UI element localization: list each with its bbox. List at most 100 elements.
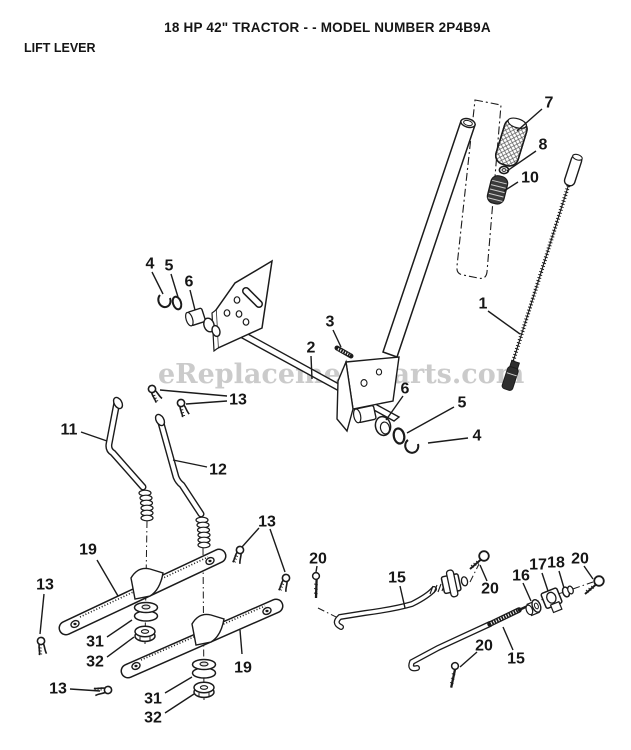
callout-label-4: 4 [473,428,482,445]
hairpin-clip [174,397,191,419]
spacer-spool-lower [191,658,217,679]
callout-label-31: 31 [144,691,162,708]
lift-lever-art [336,117,476,433]
callout-label-16: 16 [512,568,530,585]
callout-leader-18 [558,570,565,589]
callout-leader-6 [189,289,196,311]
callout-leader-4 [427,437,469,444]
hairpin-clip [231,544,246,565]
grip-art [494,117,528,167]
callout-leader-17 [541,572,549,592]
left-clip-washer-bushing-art [157,294,221,338]
callout-leader-31 [164,676,193,694]
callout-leader-1 [487,310,521,335]
callout-leader-20 [479,564,488,582]
ring-clip [584,575,605,595]
page-title: 18 HP 42" TRACTOR - - MODEL NUMBER 2P4B9… [164,20,491,35]
callout-label-5: 5 [165,258,174,275]
callout-leader-4 [151,271,164,295]
cotter-pin [311,571,321,600]
callout-leader-8 [506,150,537,172]
lift-link-right-art [154,413,211,549]
small-washer-art [498,165,510,175]
callout-label-19: 19 [234,660,252,677]
callout-leader-32 [106,636,135,658]
callout-label-20: 20 [309,551,327,568]
callout-label-1: 1 [479,296,488,313]
callout-leader-32 [164,693,195,714]
callout-label-31: 31 [86,634,104,651]
callout-label-13: 13 [36,577,54,594]
callout-label-10: 10 [521,170,539,187]
lift-arm-lower-art [120,598,284,679]
callout-label-4: 4 [146,256,155,273]
callout-leader-19 [239,629,243,655]
callout-label-32: 32 [86,654,104,671]
callout-label-18: 18 [547,555,565,572]
callout-leader-13 [269,528,286,573]
callout-leader-15 [399,585,406,609]
callout-label-5: 5 [458,395,467,412]
callout-leader-13 [241,527,260,548]
roll-pin-art [334,345,354,359]
callout-leader-5 [170,273,179,298]
callout-label-12: 12 [209,462,227,479]
spacer-spool-upper [133,601,159,622]
callout-leader-5 [406,406,455,434]
nut-lower [193,681,215,699]
callout-label-2: 2 [307,340,316,357]
callout-label-17: 17 [529,557,547,574]
bracket-plate-art [211,259,273,353]
callout-leader-20 [315,565,318,573]
link-rod-lower-art [408,602,533,672]
callout-label-11: 11 [61,422,78,439]
callout-leader-7 [516,108,543,132]
callout-label-20: 20 [571,551,589,568]
callout-label-7: 7 [545,95,554,112]
hairpin-clip [145,383,164,404]
callout-leader-19 [96,559,119,597]
callout-label-15: 15 [507,651,525,668]
callout-label-20: 20 [475,638,493,655]
callout-label-8: 8 [539,137,548,154]
spring-art [486,175,509,205]
cotter-pin [446,660,461,690]
callout-leader-13 [39,593,45,635]
section-label: LIFT LEVER [24,41,96,55]
hairpin-clip [34,635,49,657]
callout-label-6: 6 [401,381,410,398]
lift-arm-upper-art [58,548,227,636]
callout-label-19: 19 [79,542,97,559]
link-rod-upper-art [333,569,469,630]
callout-label-3: 3 [326,314,335,331]
pivot-bushing-washer-clip-art [352,404,420,454]
callout-leader-15 [502,626,514,651]
lift-rod-art [501,153,583,391]
nut-upper [134,625,156,643]
lever-phantom-outline [456,99,502,279]
callout-leader-10 [503,181,519,192]
callout-label-32: 32 [144,710,162,727]
callout-leader-6 [385,395,404,421]
callout-leader-3 [332,329,342,348]
callout-leader-13 [69,688,101,692]
hairpin-clip [277,572,292,593]
callout-leader-11 [80,431,108,442]
callout-leader-12 [172,459,208,468]
ring-clip [469,550,490,570]
callout-label-20: 20 [481,581,499,598]
callout-leader-20 [459,651,478,668]
callout-label-6: 6 [185,274,194,291]
callout-label-13: 13 [258,514,276,531]
callout-leader-13 [159,389,228,397]
callout-label-13: 13 [229,392,247,409]
callout-label-13: 13 [49,681,67,698]
callout-leader-20 [583,565,594,580]
trunnion-parts-art [525,585,574,617]
callout-label-15: 15 [388,570,406,587]
callout-leader-31 [106,619,133,638]
callout-leader-2 [310,355,313,380]
